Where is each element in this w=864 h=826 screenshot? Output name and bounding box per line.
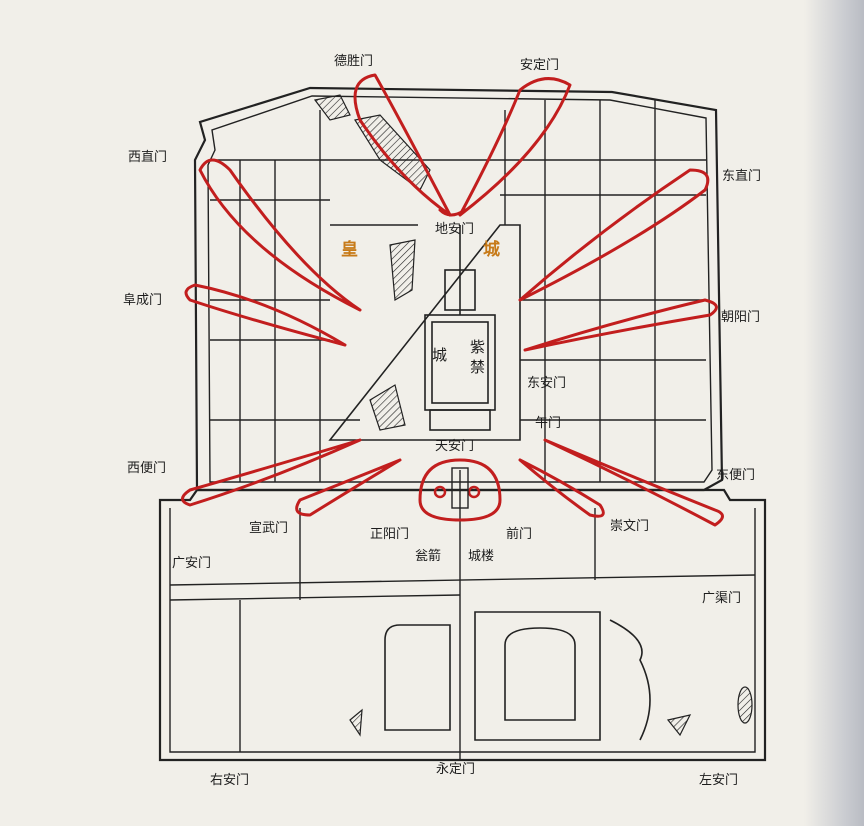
forbidden-city-inner	[431, 321, 489, 404]
route-chongwenmen	[518, 458, 605, 518]
route-andingmen	[458, 77, 572, 217]
route-deshengmen	[353, 73, 452, 217]
gate-dongzhimen: 东直门	[722, 169, 762, 184]
gate-yongdingmen: 永定门	[436, 762, 476, 777]
outer-city-wall	[158, 488, 767, 762]
forbidden-city-label-1: 城	[432, 346, 448, 364]
page-edge-shadow	[804, 0, 864, 826]
route-dongzhimen	[518, 168, 710, 302]
gate-zhengyangmen: 正阳门	[370, 527, 410, 542]
gate-wumen: 午门	[535, 416, 562, 431]
gate-donganmen: 东安门	[527, 376, 567, 391]
zhengyangmen-complex	[418, 458, 502, 522]
gate-dianmen: 地安门	[435, 222, 475, 237]
label-jianlou: 瓮箭	[415, 549, 442, 564]
gate-guanganmen: 广安门	[172, 556, 212, 571]
lake-zhongnanhai	[369, 384, 406, 431]
street-grid	[169, 100, 756, 760]
imperial-city-label-1: 皇	[341, 240, 358, 260]
city-walls	[158, 86, 767, 762]
canal	[609, 619, 651, 741]
lakes	[313, 94, 753, 737]
label-chenglou: 城楼	[468, 549, 495, 564]
lake-outer-2	[666, 714, 692, 737]
gate-xizhimen: 西直门	[128, 150, 168, 165]
outer-city-wall-inner	[169, 508, 756, 753]
gate-chongwenmen: 崇文门	[610, 519, 650, 534]
imperial-city-wall	[328, 224, 521, 441]
gate-dongbianmen: 东便门	[716, 468, 756, 483]
lake-outer-1	[349, 708, 363, 737]
red-ink-routes	[181, 73, 724, 527]
altar-of-agriculture	[384, 624, 451, 731]
gate-guangqumen: 广渠门	[702, 591, 742, 606]
route-dianmen	[438, 208, 467, 217]
gate-youanmen: 右安门	[210, 773, 250, 788]
temple-of-heaven	[474, 611, 601, 741]
lake-beihai	[389, 239, 416, 301]
gate-chaoyangmen: 朝阳门	[721, 310, 761, 325]
route-chaoyangmen	[523, 298, 718, 352]
imperial-city-label-2: 城	[483, 240, 500, 260]
imperial-city	[328, 224, 521, 441]
gate-deshengmen: 德胜门	[334, 54, 374, 69]
inner-city-wall-inner	[207, 95, 713, 483]
lake-jishuitan	[313, 94, 351, 121]
route-xuanwumen	[295, 458, 402, 517]
route-xibianmen	[181, 438, 362, 507]
gate-tiananmen: 天安门	[435, 439, 475, 454]
gate-zuoanmen: 左安门	[699, 773, 739, 788]
route-xizhimen	[198, 158, 362, 312]
gate-qianmen: 前门	[506, 527, 533, 542]
gate-andingmen: 安定门	[520, 58, 560, 73]
route-fuchengmen	[184, 283, 347, 347]
forbidden-city-label-2: 紫	[470, 338, 486, 356]
route-dongbianmen	[543, 438, 724, 527]
temples	[384, 611, 651, 741]
lake-shichahai	[354, 114, 431, 191]
gate-xuanwumen: 宣武门	[249, 521, 289, 536]
gate-fuchengmen: 阜成门	[123, 293, 163, 308]
forbidden-city-label-3: 禁	[470, 358, 486, 376]
gate-xibianmen: 西便门	[127, 461, 167, 476]
